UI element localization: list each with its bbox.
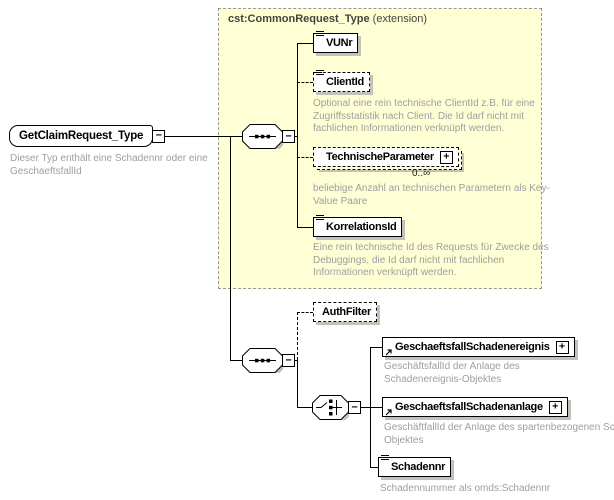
extension-suffix: (extension)	[369, 13, 428, 25]
connector-line	[297, 227, 313, 228]
element-name: TechnischeParameter	[326, 151, 434, 163]
element-name: KorrelationsId	[326, 221, 397, 233]
sequence-icon	[242, 348, 283, 373]
collapse-button[interactable]: −	[282, 354, 295, 367]
root-element-name: GetClaimRequest_Type	[19, 130, 144, 142]
connector-line	[297, 43, 298, 227]
collapse-button[interactable]: −	[152, 129, 166, 143]
connector-line	[297, 360, 298, 407]
annotation-text: GeschäftfallId der Anlage des spartenbez…	[384, 422, 614, 446]
element-clientid[interactable]: ClientId	[313, 70, 370, 92]
connector-line	[297, 82, 313, 83]
annotation-text: Optional eine rein technische ClientId z…	[313, 98, 535, 134]
extension-panel-title: cst:CommonRequest_Type (extension)	[228, 13, 427, 25]
element-name: Schadennr	[391, 461, 446, 473]
connector-line	[297, 312, 298, 360]
annotation-text: Eine rein technische Id des Requests für…	[313, 242, 549, 278]
expand-button[interactable]: +	[555, 340, 569, 354]
connector-line	[370, 407, 382, 408]
connector-line	[294, 360, 298, 361]
connector-line	[361, 407, 370, 408]
connector-line	[297, 43, 313, 44]
choice-indicator[interactable]: −	[312, 395, 361, 420]
sequence-indicator[interactable]: −	[242, 348, 295, 373]
element-vunr[interactable]: VUNr	[313, 31, 359, 53]
root-element-getclaimrequest-type[interactable]: GetClaimRequest_Type −	[9, 125, 166, 147]
connector-line	[370, 467, 378, 468]
annotation-text: Schadennummer als omds:Schadennr	[380, 483, 551, 494]
connector-line	[230, 360, 242, 361]
connector-line	[294, 136, 298, 137]
sequence-icon	[242, 124, 283, 149]
element-geschaeftsfallschadenanlage[interactable]: GeschaeftsfallSchadenanlage +	[382, 397, 568, 417]
occurrence-label: 0..∞	[412, 168, 431, 179]
annotation-text: beliebige Anzahl an technischen Paramete…	[313, 183, 550, 207]
element-geschaeftsfallschadenereignis[interactable]: GeschaeftsfallSchadenereignis +	[382, 337, 575, 357]
connector-line	[297, 157, 313, 158]
simple-content-icon	[381, 455, 389, 460]
connector-line	[230, 136, 231, 360]
element-name: GeschaeftsfallSchadenereignis	[395, 341, 550, 353]
connector-line	[297, 407, 312, 408]
reference-icon	[385, 409, 392, 416]
element-name: GeschaeftsfallSchadenanlage	[395, 401, 543, 413]
collapse-button[interactable]: −	[282, 130, 295, 143]
element-name: VUNr	[326, 37, 353, 49]
element-korrelationsid[interactable]: KorrelationsId	[313, 215, 403, 237]
sequence-indicator[interactable]: −	[242, 124, 295, 149]
expand-button[interactable]: +	[439, 150, 453, 164]
element-name: ClientId	[326, 76, 364, 88]
extension-type-name: cst:CommonRequest_Type	[228, 13, 370, 25]
simple-content-icon	[316, 70, 324, 75]
element-authfilter[interactable]: AuthFilter	[313, 302, 377, 322]
element-name: AuthFilter	[322, 306, 371, 318]
reference-icon	[385, 349, 392, 356]
element-schadennr[interactable]: Schadennr	[378, 455, 452, 477]
connector-line	[297, 312, 313, 313]
expand-button[interactable]: +	[548, 400, 562, 414]
collapse-button[interactable]: −	[348, 401, 361, 414]
annotation-text: GeschäftsfallId der Anlage des Schadener…	[384, 361, 520, 385]
annotation-text: Dieser Typ enthält eine Schadennr oder e…	[10, 153, 208, 177]
simple-content-icon	[316, 215, 324, 220]
simple-content-icon	[316, 31, 324, 36]
root-element-box[interactable]: GetClaimRequest_Type	[9, 125, 154, 147]
element-technischeparameter[interactable]: TechnischeParameter +	[313, 147, 462, 170]
connector-line	[120, 136, 242, 137]
connector-line	[370, 347, 382, 348]
choice-icon	[312, 395, 349, 420]
